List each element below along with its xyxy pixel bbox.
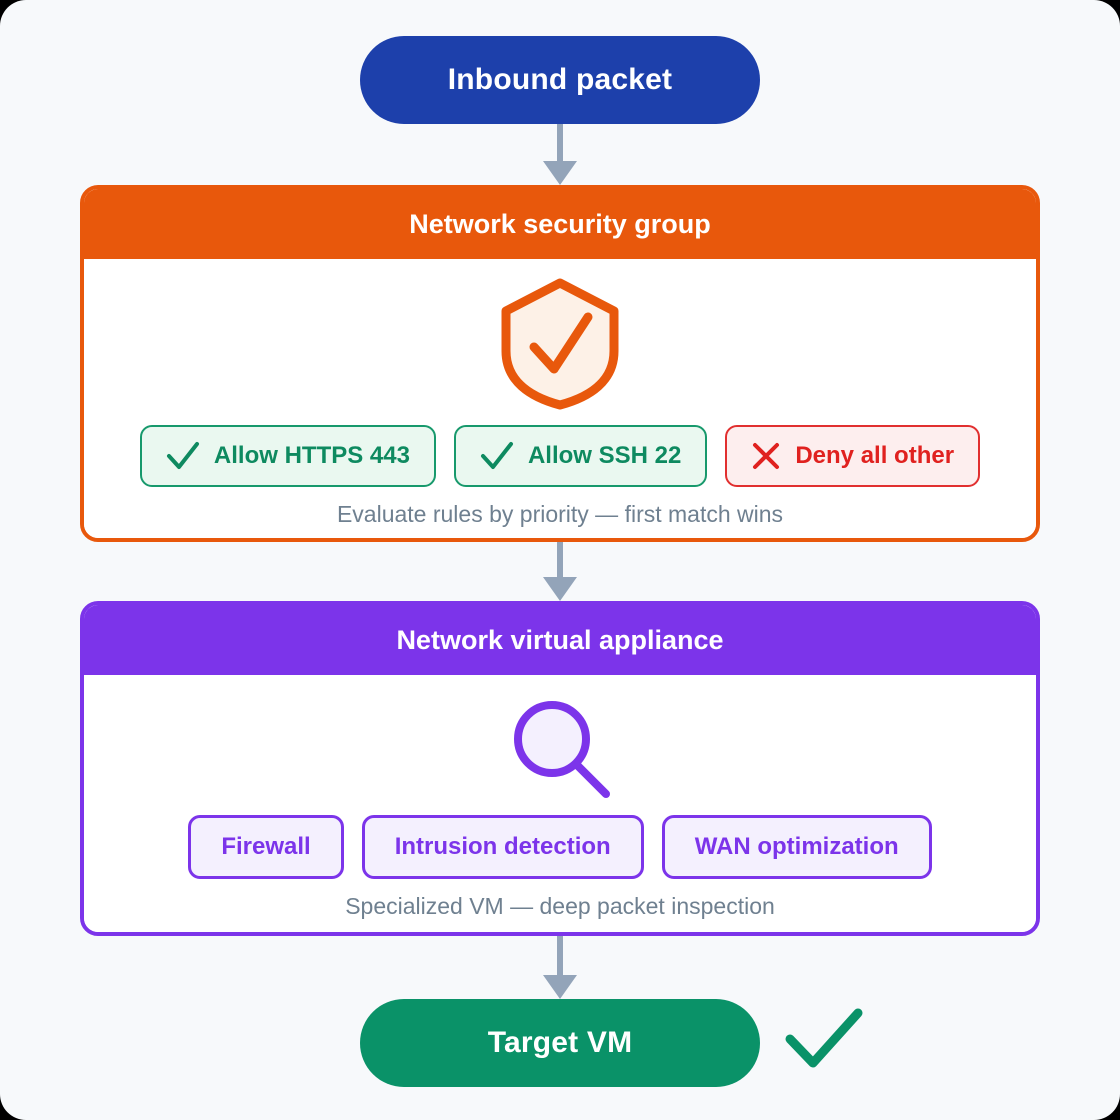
node-target-vm-label: Target VM — [487, 1026, 633, 1059]
card-title-nsg: Network security group — [409, 208, 711, 239]
rule-chip-allow-ssh[interactable]: Allow SSH 22 — [453, 425, 708, 487]
card-title-nva: Network virtual appliance — [396, 624, 724, 655]
arrow-head — [543, 577, 577, 601]
final-row: Target VM — [0, 999, 1120, 1087]
arrow-head — [543, 975, 577, 999]
card-network-security-group: Network security group Allow HTTPS 443 — [80, 185, 1040, 542]
card-body-nva: Firewall Intrusion detection WAN optimiz… — [84, 675, 1036, 932]
function-chip-firewall-label: Firewall — [221, 833, 311, 860]
rule-chip-allow-https-label: Allow HTTPS 443 — [213, 442, 410, 469]
magnifier-icon — [504, 697, 616, 801]
nva-function-chips: Firewall Intrusion detection WAN optimiz… — [188, 815, 932, 879]
shield-check-icon — [494, 277, 626, 411]
function-chip-wan-optimization-label: WAN optimization — [694, 833, 899, 860]
function-chip-firewall[interactable]: Firewall — [188, 815, 344, 879]
function-chip-intrusion-detection[interactable]: Intrusion detection — [361, 815, 644, 879]
node-inbound-packet: Inbound packet — [360, 36, 760, 124]
card-header-nsg: Network security group — [84, 189, 1036, 259]
rule-chip-deny-label: Deny all other — [795, 442, 955, 469]
nsg-caption: Evaluate rules by priority — first match… — [336, 501, 784, 527]
card-network-virtual-appliance: Network virtual appliance Firewall Intru… — [80, 601, 1040, 936]
check-icon — [784, 1007, 864, 1078]
arrow-head — [543, 161, 577, 185]
rule-chip-deny-all-other[interactable]: Deny all other — [725, 425, 981, 487]
node-inbound-packet-label: Inbound packet — [447, 63, 673, 96]
nva-caption: Specialized VM — deep packet inspection — [345, 893, 775, 919]
function-chip-wan-optimization[interactable]: WAN optimization — [661, 815, 932, 879]
card-header-nva: Network virtual appliance — [84, 605, 1036, 675]
connector-arrow-nva-to-vm — [540, 936, 580, 999]
connector-arrow-start-to-nsg — [540, 124, 580, 185]
rule-chip-allow-ssh-label: Allow SSH 22 — [527, 442, 682, 469]
check-icon — [166, 441, 200, 471]
nsg-rule-chips: Allow HTTPS 443 Allow SSH 22 — [139, 425, 981, 487]
connector-arrow-nsg-to-nva — [540, 542, 580, 601]
card-body-nsg: Allow HTTPS 443 Allow SSH 22 — [84, 259, 1036, 538]
check-icon — [480, 441, 514, 471]
x-icon — [751, 441, 781, 471]
arrow-shaft — [557, 936, 563, 976]
arrow-shaft — [557, 124, 563, 162]
arrow-shaft — [557, 542, 563, 578]
rule-chip-allow-https[interactable]: Allow HTTPS 443 — [139, 425, 436, 487]
function-chip-intrusion-detection-label: Intrusion detection — [394, 833, 611, 860]
node-target-vm: Target VM — [360, 999, 760, 1087]
